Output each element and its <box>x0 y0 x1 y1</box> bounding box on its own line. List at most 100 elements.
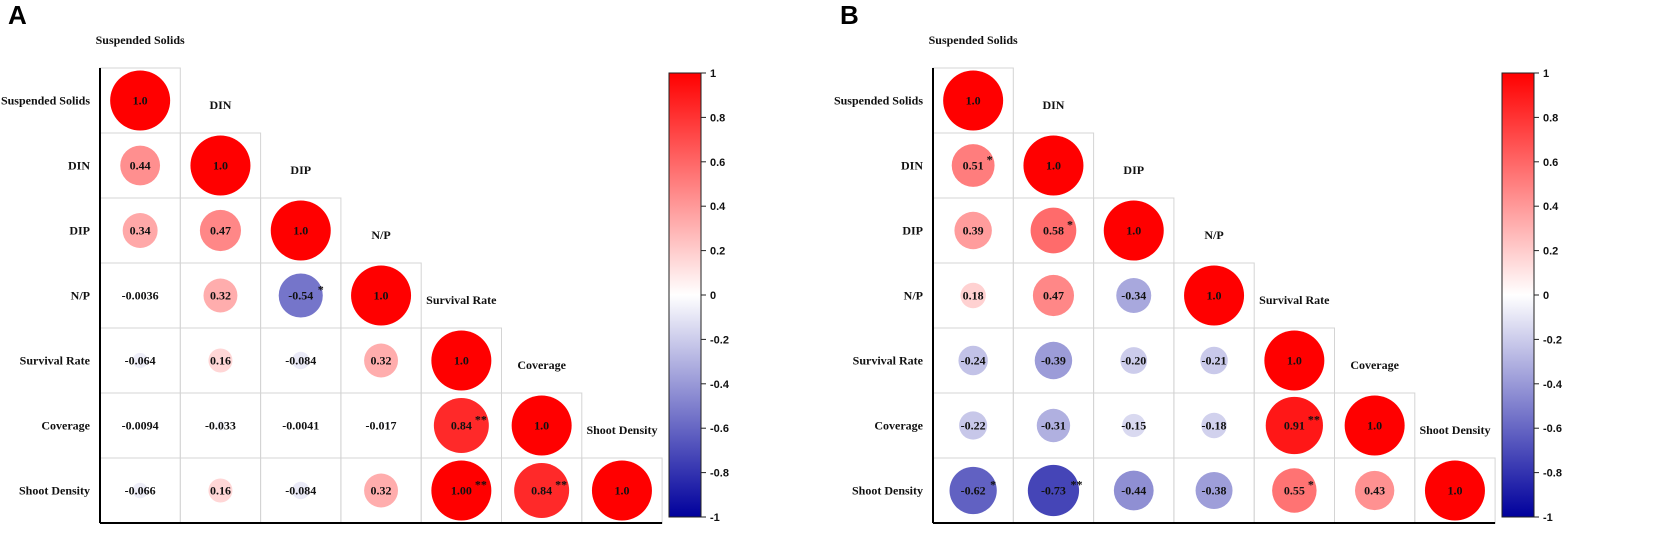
correlation-circle <box>1030 207 1077 254</box>
correlation-circle <box>511 395 572 456</box>
correlation-value: 0.84 <box>531 484 552 498</box>
correlation-circle <box>292 351 310 370</box>
panel-letter: B <box>840 0 859 30</box>
correlation-circle <box>1023 135 1084 196</box>
colorbar-tick-label: 0.6 <box>1543 157 1558 169</box>
correlation-value: 0.32 <box>210 289 231 303</box>
colorbar-tick-label: 0.4 <box>710 201 726 213</box>
correlation-value: -0.22 <box>961 419 986 433</box>
correlation-value: 1.0 <box>1046 159 1061 173</box>
colorbar <box>1501 72 1535 518</box>
correlation-circle <box>1034 341 1073 380</box>
correlation-circle <box>514 463 570 518</box>
correlation-circle <box>270 200 331 261</box>
significance-mark: * <box>987 153 993 167</box>
row-label: Coverage <box>874 419 923 433</box>
colorbar-tick-label: -0.4 <box>710 379 730 391</box>
colorbar-tick-label: -0.8 <box>710 468 729 480</box>
correlation-circle <box>431 330 492 391</box>
correlation-value: 0.51 <box>963 159 984 173</box>
correlation-circle <box>1354 470 1395 511</box>
colorbar-tick-label: -1 <box>1543 512 1553 524</box>
correlation-value: 1.0 <box>374 289 389 303</box>
row-label: DIP <box>69 224 90 238</box>
correlation-value: -0.31 <box>1041 419 1066 433</box>
correlation-value: 0.39 <box>963 224 984 238</box>
correlation-circle <box>1264 330 1325 391</box>
column-label: DIP <box>290 163 311 177</box>
column-label: Survival Rate <box>1259 293 1330 307</box>
correlation-circle <box>1120 347 1148 374</box>
correlation-value: -0.15 <box>1121 419 1146 433</box>
correlation-value: 1.0 <box>1367 419 1382 433</box>
correlation-circle <box>138 293 142 298</box>
correlation-circle <box>203 278 238 313</box>
row-label: N/P <box>904 289 923 303</box>
correlation-value: -0.084 <box>285 484 316 498</box>
correlation-value: 1.0 <box>966 94 981 108</box>
significance-mark: ** <box>555 478 567 492</box>
correlation-circle <box>1265 396 1323 455</box>
row-label: Suspended Solids <box>834 94 923 108</box>
significance-mark: ** <box>1070 478 1082 492</box>
correlation-circle <box>208 348 233 373</box>
correlation-circle <box>1200 346 1228 375</box>
correlation-value: 0.16 <box>210 354 231 368</box>
colorbar-tick-label: 0.2 <box>710 246 725 258</box>
colorbar-tick-label: 0.4 <box>1543 201 1559 213</box>
correlation-value: -0.54 <box>288 289 313 303</box>
correlation-circle <box>1344 395 1405 456</box>
correlation-value: -0.0041 <box>282 419 319 433</box>
correlation-value: 0.32 <box>371 484 392 498</box>
significance-mark: ** <box>1308 413 1320 427</box>
row-label: Survival Rate <box>20 354 91 368</box>
correlation-value: -0.38 <box>1202 484 1227 498</box>
column-label: Shoot Density <box>586 423 657 437</box>
row-label: Suspended Solids <box>1 94 90 108</box>
column-label: Suspended Solids <box>96 33 185 47</box>
correlation-value: 0.16 <box>210 484 231 498</box>
column-label: Coverage <box>1350 358 1399 372</box>
correlation-circle <box>591 460 652 521</box>
correlation-value: -0.0094 <box>122 419 159 433</box>
correlation-circle <box>959 411 988 440</box>
correlation-circle <box>208 478 233 503</box>
correlation-value: 1.0 <box>293 224 308 238</box>
correlation-circle <box>377 421 385 430</box>
correlation-circle <box>199 209 242 252</box>
correlation-value: -0.20 <box>1121 354 1146 368</box>
colorbar-tick-label: 0.2 <box>1543 246 1558 258</box>
correlation-circle <box>949 466 997 515</box>
correlation-circle <box>943 70 1004 131</box>
correlation-value: -0.24 <box>961 354 986 368</box>
correlation-circle <box>215 420 226 431</box>
row-label: DIN <box>68 159 90 173</box>
row-label: DIP <box>902 224 923 238</box>
correlation-circle <box>1116 278 1152 313</box>
colorbar-tick-label: -0.6 <box>710 423 729 435</box>
correlation-value: -0.033 <box>205 419 236 433</box>
column-label: N/P <box>371 228 390 242</box>
correlation-circle <box>951 144 995 187</box>
colorbar-tick-label: -0.2 <box>710 334 729 346</box>
colorbar-tick-label: 0.6 <box>710 157 725 169</box>
correlation-circle <box>351 265 412 326</box>
colorbar-tick-label: 0 <box>1543 290 1549 302</box>
correlation-circle <box>120 145 161 186</box>
correlation-value: 0.44 <box>130 159 151 173</box>
correlation-value: -0.084 <box>285 354 316 368</box>
correlation-value: 1.0 <box>1207 289 1222 303</box>
row-label: N/P <box>71 289 90 303</box>
correlation-circle <box>1272 468 1317 513</box>
correlation-value: -0.44 <box>1121 484 1146 498</box>
correlation-circle <box>122 213 158 248</box>
column-label: N/P <box>1204 228 1223 242</box>
correlation-circle <box>1424 460 1485 521</box>
colorbar-tick-label: 0.8 <box>1543 112 1558 124</box>
significance-mark: ** <box>475 413 487 427</box>
colorbar-tick-label: 1 <box>710 68 716 80</box>
column-label: Shoot Density <box>1419 423 1490 437</box>
row-label: Shoot Density <box>19 484 90 498</box>
